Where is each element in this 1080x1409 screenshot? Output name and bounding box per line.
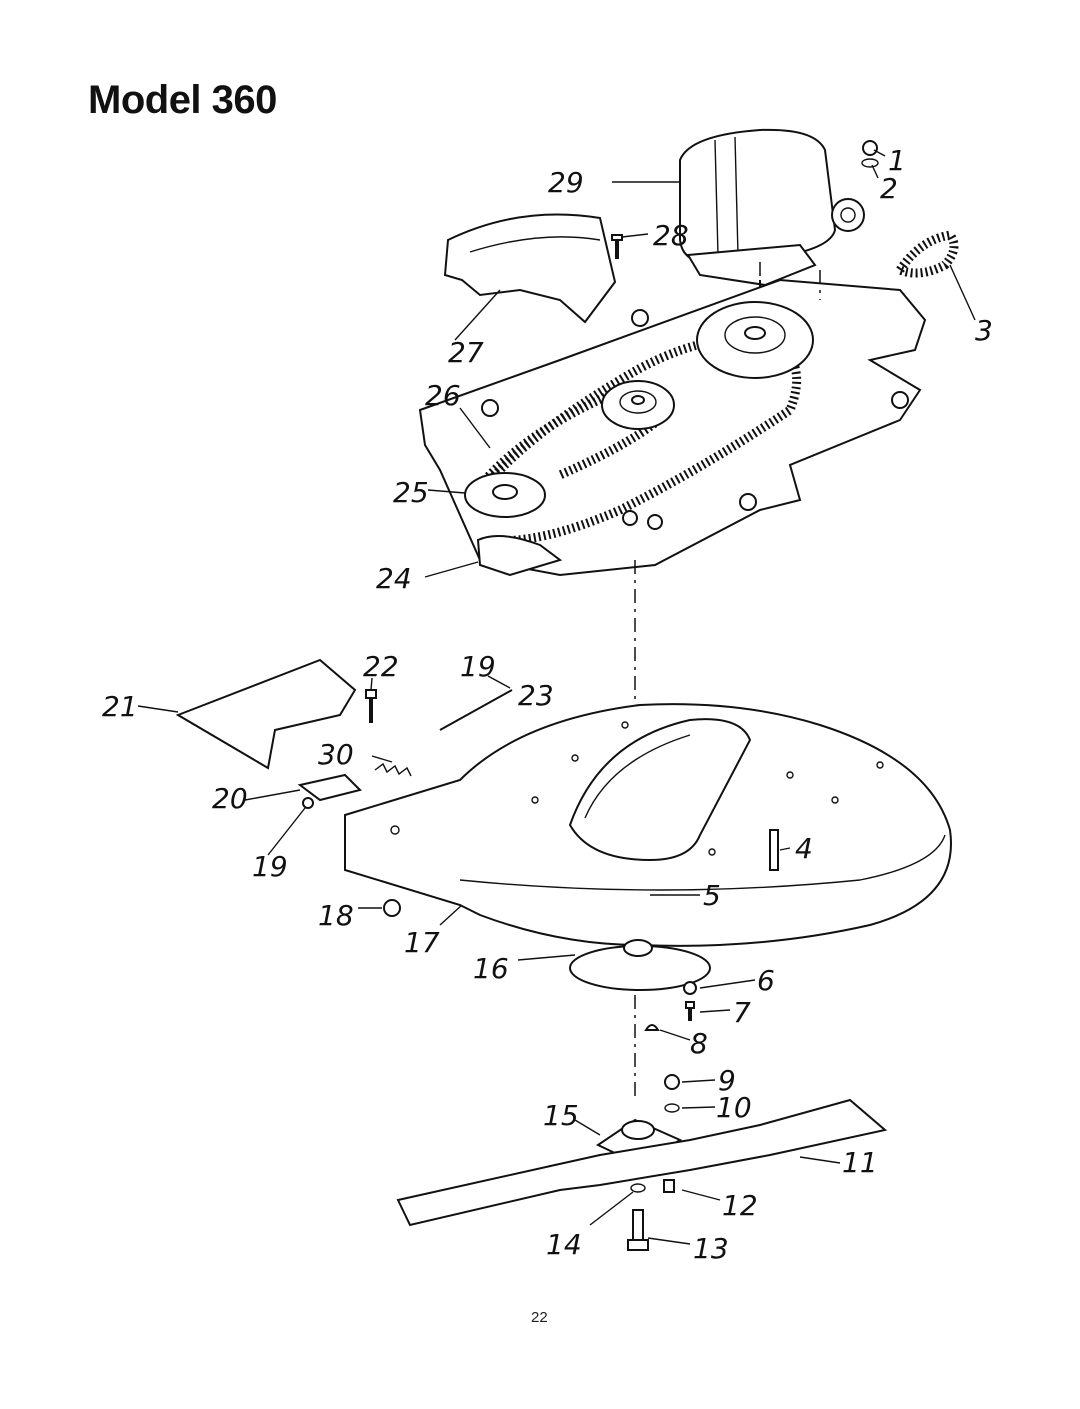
callout-6: 6 — [757, 964, 775, 997]
callout-22: 22 — [363, 650, 399, 683]
callout-7: 7 — [733, 996, 751, 1029]
callout-25: 25 — [393, 476, 429, 509]
callout-10: 10 — [716, 1091, 752, 1124]
callout-5: 5 — [703, 879, 721, 912]
callout-24: 24 — [376, 562, 412, 595]
gearbox — [679, 128, 865, 300]
callout-23: 23 — [518, 679, 554, 712]
callout-30: 30 — [318, 738, 354, 771]
page-number: 22 — [531, 1309, 548, 1326]
mower-deck — [344, 703, 952, 947]
spring — [374, 762, 412, 777]
callout-26: 26 — [425, 379, 461, 412]
blade — [396, 1098, 888, 1227]
callout-1: 1 — [888, 144, 906, 177]
discharge-chute — [175, 658, 357, 770]
callout-13: 13 — [693, 1232, 729, 1265]
callout-19-rod: 19 — [460, 650, 496, 683]
callout-17: 17 — [404, 926, 440, 959]
rod — [439, 689, 513, 731]
callout-15: 15 — [543, 1099, 579, 1132]
page-title: Model 360 — [88, 78, 277, 122]
callout-18: 18 — [318, 899, 354, 932]
callout-3: 3 — [975, 314, 993, 347]
callout-20: 20 — [212, 782, 248, 815]
callout-12: 12 — [722, 1189, 758, 1222]
callout-29: 29 — [548, 166, 584, 199]
callout-9: 9 — [718, 1064, 736, 1097]
callout-11: 11 — [842, 1146, 878, 1179]
callout-28: 28 — [653, 219, 689, 252]
callout-19-pin: 19 — [252, 850, 288, 883]
hardware — [302, 140, 879, 1251]
belt-guard — [443, 213, 617, 324]
chain — [896, 230, 959, 278]
callout-14: 14 — [546, 1228, 582, 1261]
leader-lines — [137, 149, 976, 1245]
callout-8: 8 — [690, 1027, 708, 1060]
callout-21: 21 — [102, 690, 138, 723]
latch-bracket — [297, 773, 362, 802]
callout-16: 16 — [473, 952, 509, 985]
callout-4: 4 — [795, 832, 813, 865]
callout-27: 27 — [448, 336, 484, 369]
drive-plate — [418, 278, 927, 577]
callout-2: 2 — [880, 172, 898, 205]
